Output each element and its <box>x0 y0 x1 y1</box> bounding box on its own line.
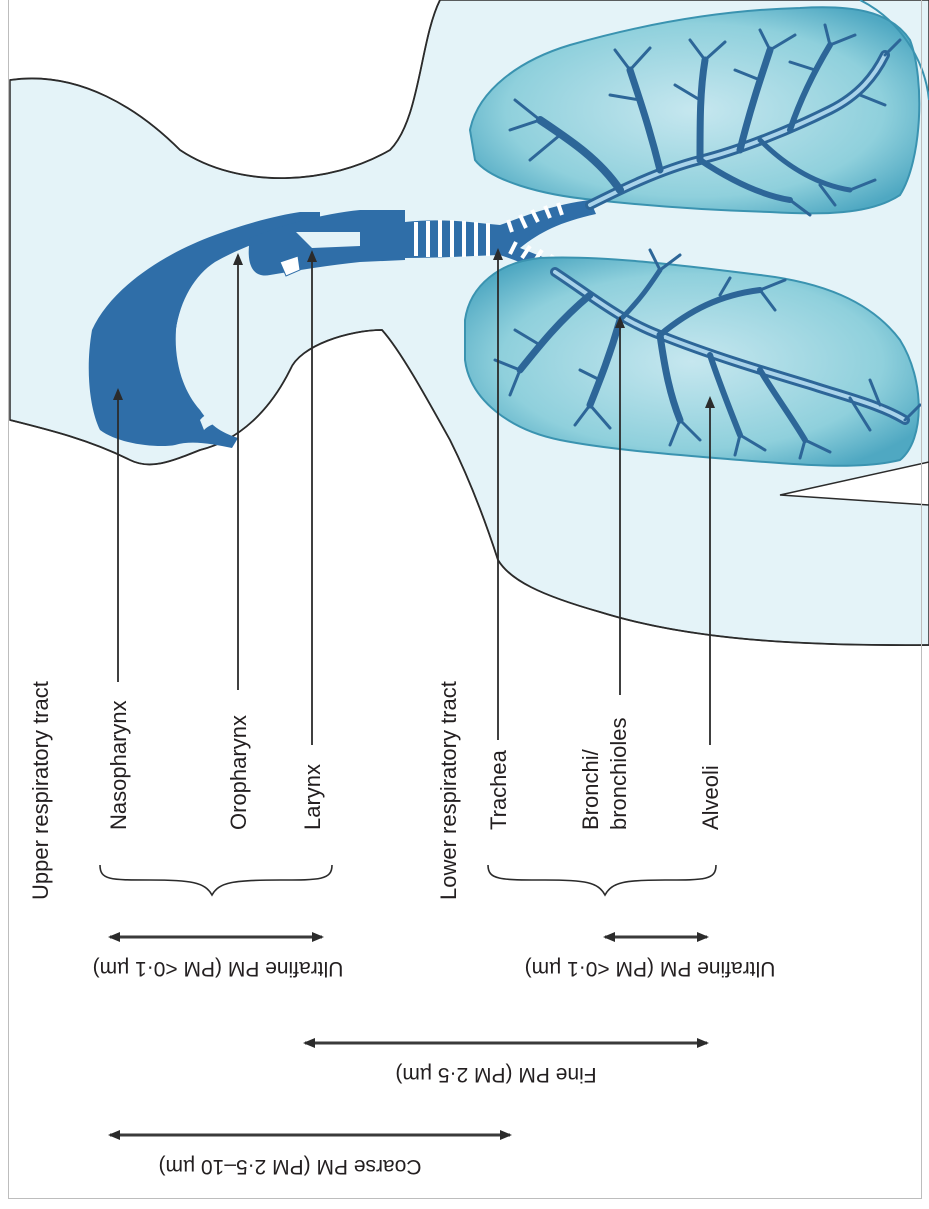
lower-tract-header: Lower respiratory tract <box>436 681 461 900</box>
label-bronchioles: bronchioles <box>606 717 631 830</box>
brace-lower <box>488 865 716 895</box>
label-trachea: Trachea <box>486 749 511 830</box>
brace-upper <box>100 865 332 895</box>
label-bronchi: Bronchi/ <box>578 748 603 830</box>
range-label-ultrafine-upper: Ultrafine PM (PM <0·1 µm) <box>93 957 344 980</box>
range-label-coarse: Coarse PM (PM 2·5–10 µm) <box>158 1155 421 1178</box>
range-label-ultrafine-lower: Ultrafine PM (PM <0·1 µm) <box>525 957 776 980</box>
upper-tract-header: Upper respiratory tract <box>28 681 53 900</box>
label-nasopharynx: Nasopharynx <box>106 700 131 830</box>
label-larynx: Larynx <box>300 764 325 830</box>
range-label-fine: Fine PM (PM 2·5 µm) <box>395 1063 596 1086</box>
label-oropharynx: Oropharynx <box>226 715 251 830</box>
label-alveoli: Alveoli <box>698 765 723 830</box>
